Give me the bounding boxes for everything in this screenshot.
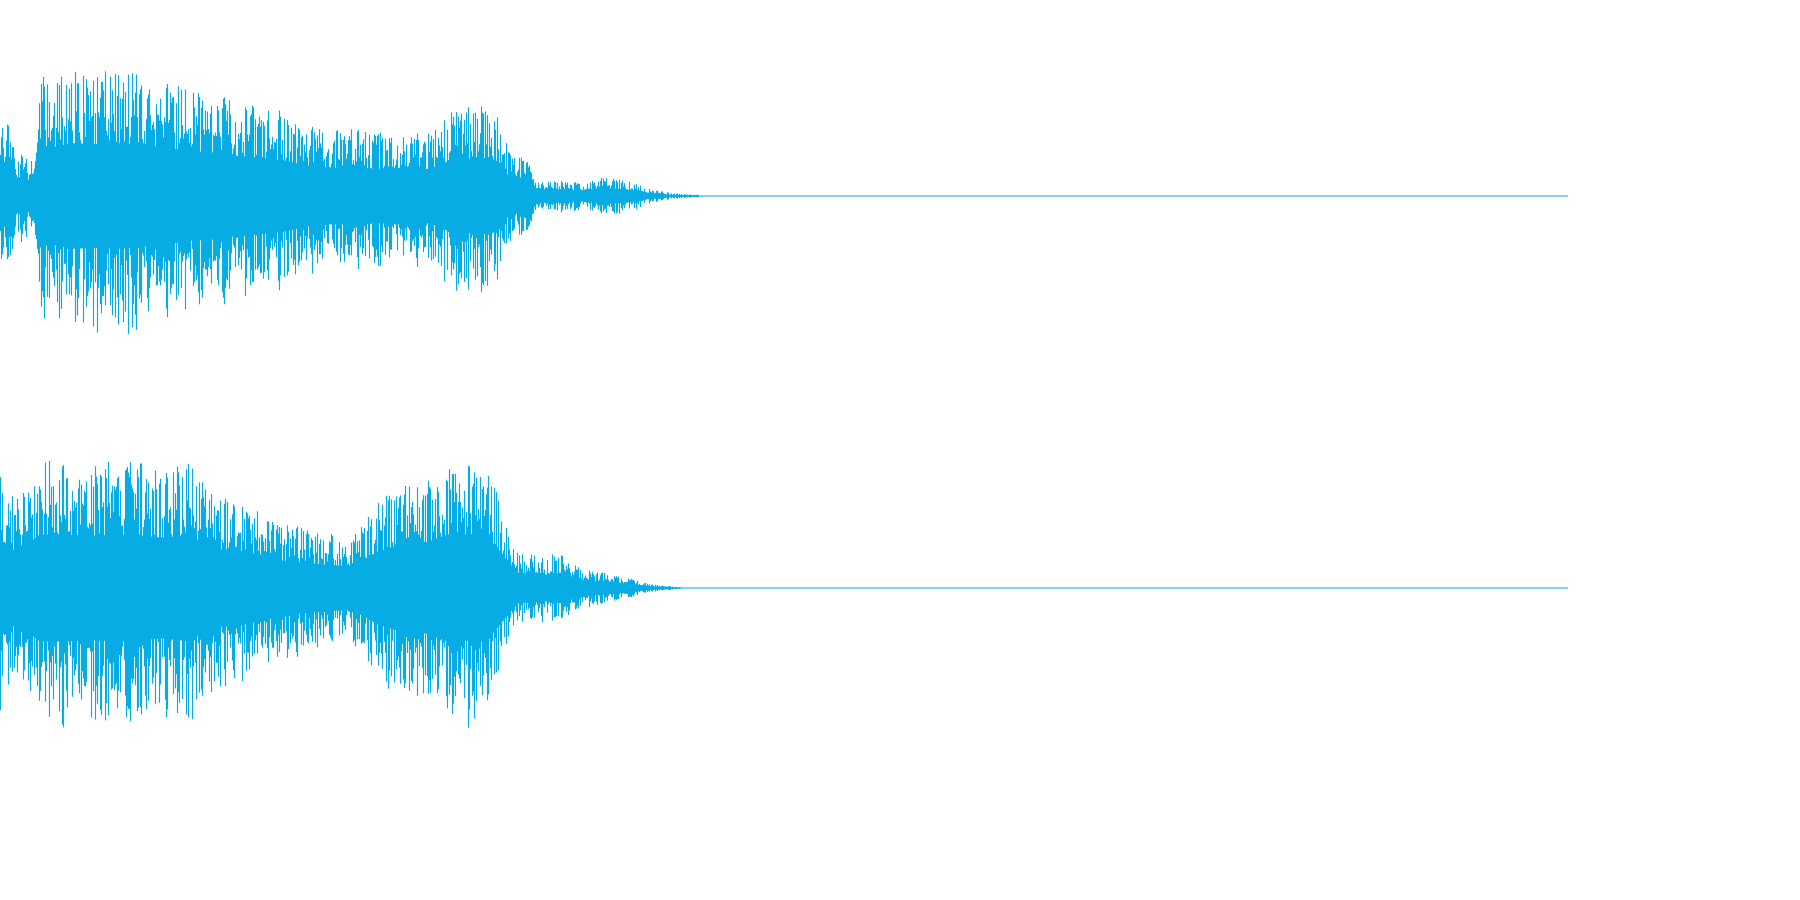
channel-2-waveform	[0, 461, 1568, 728]
channel-1-waveform	[0, 71, 1568, 334]
channel-2-core	[0, 534, 691, 642]
channel-1-core	[0, 143, 705, 249]
stereo-waveform	[0, 71, 1568, 728]
